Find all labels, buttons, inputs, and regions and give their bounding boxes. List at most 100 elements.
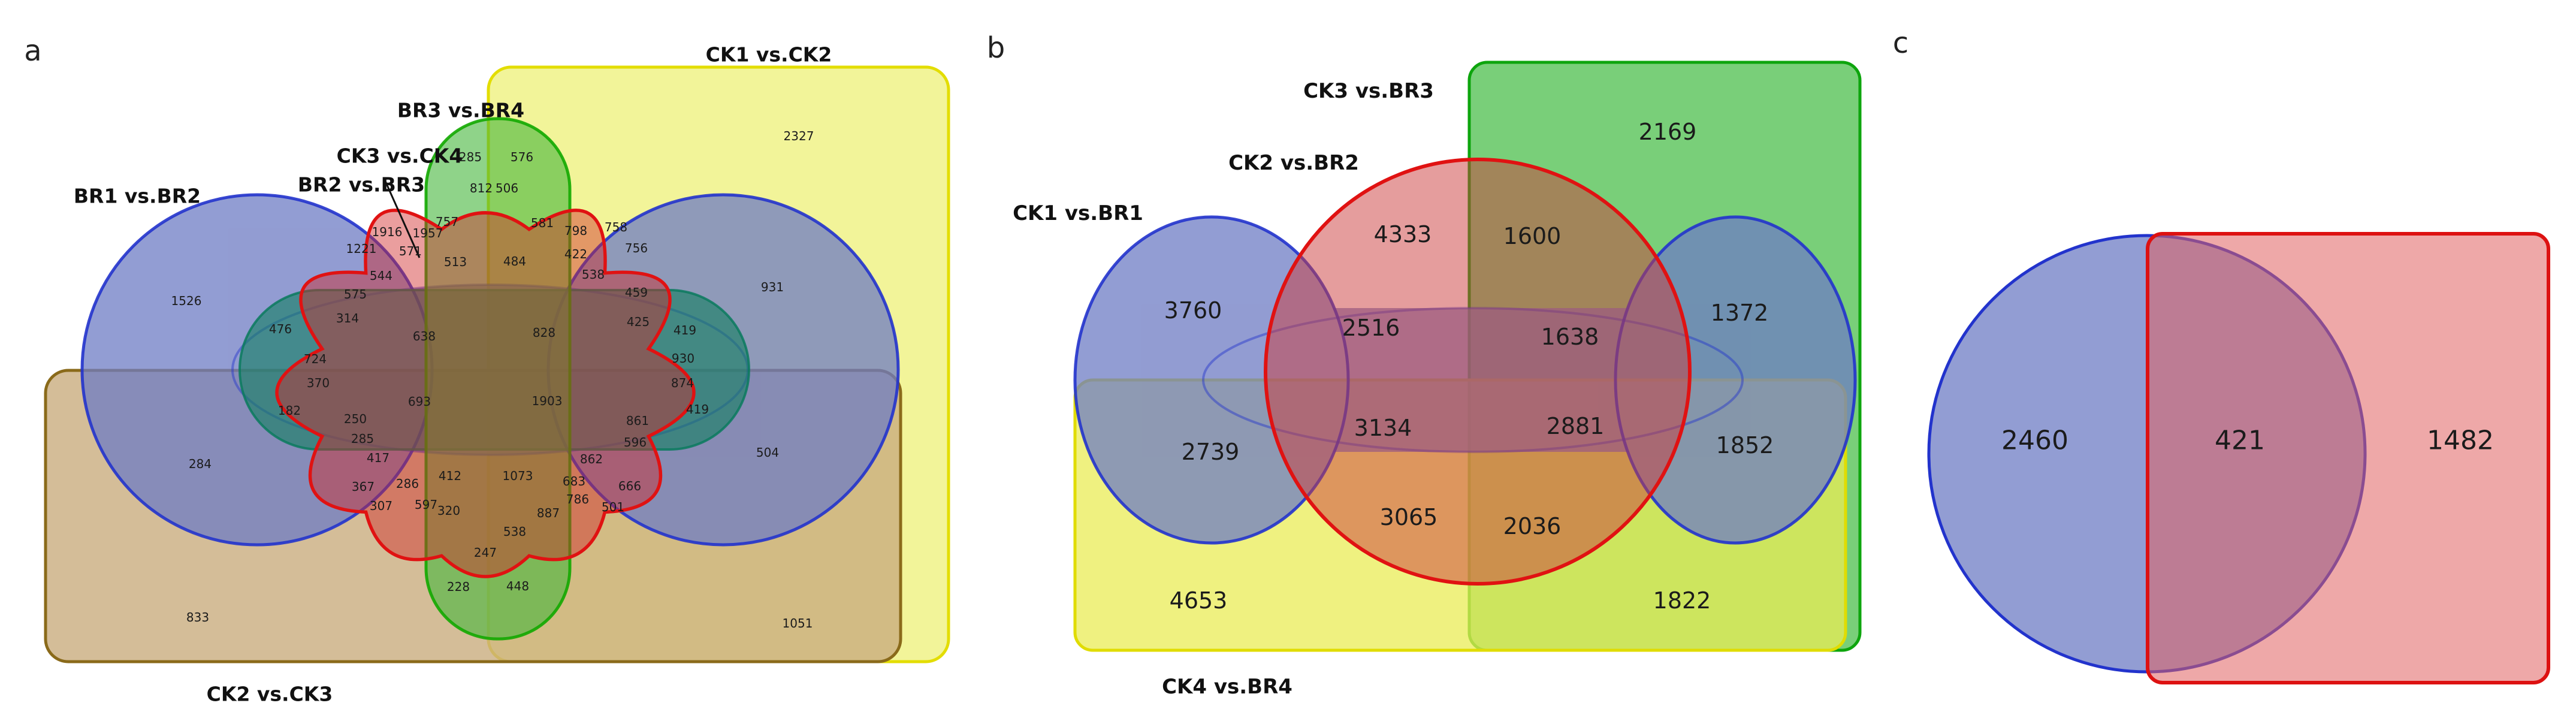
region-count: 250: [344, 412, 367, 426]
region-count: 425: [627, 315, 650, 329]
panel-c-numbers: 2460 421 1482: [2001, 426, 2494, 456]
region-count: 417: [367, 451, 389, 465]
region-count: 4333: [1374, 221, 1432, 248]
region-count: 874: [671, 376, 694, 390]
region-count: 1916: [372, 225, 403, 239]
region-count: 506: [496, 181, 518, 195]
region-count: 1638: [1541, 324, 1599, 350]
region-count: 320: [437, 503, 460, 518]
region-count: 1903: [532, 394, 563, 408]
region-count: 459: [625, 285, 648, 300]
panel-letter-c: c: [1893, 26, 1908, 60]
region-count: 484: [503, 254, 526, 269]
region-count: 1073: [503, 469, 533, 483]
region-count: 581: [531, 216, 554, 230]
set-c-red-square: [2146, 232, 2550, 684]
region-count: 861: [626, 414, 649, 428]
region-count: 2739: [1182, 439, 1240, 465]
region-count: 930: [672, 351, 694, 366]
region-count: 538: [582, 267, 605, 282]
region-count: 422: [564, 247, 587, 261]
region-count: 370: [307, 376, 330, 390]
region-count: 419: [686, 402, 709, 417]
set-label: BR2 vs.BR3: [298, 173, 425, 197]
set-label: CK1 vs.CK2: [706, 43, 832, 67]
region-count: 638: [413, 329, 436, 343]
region-count: 307: [370, 499, 392, 513]
region-count: 1221: [346, 242, 377, 256]
region-count: 538: [503, 524, 526, 539]
region-count: 2169: [1639, 119, 1697, 145]
region-count: 1372: [1711, 300, 1769, 326]
region-count: 798: [564, 224, 587, 238]
region-count: 476: [269, 322, 292, 336]
region-count: 571: [399, 244, 422, 258]
set-br3-vs-br4-shape: [426, 119, 570, 639]
region-count: 513: [444, 255, 467, 269]
region-count: 4653: [1170, 587, 1228, 614]
set-label: BR1 vs.BR2: [74, 185, 201, 208]
region-count: 887: [537, 506, 560, 520]
region-count: 756: [625, 241, 648, 255]
region-count: 2516: [1342, 315, 1400, 341]
region-count: 666: [618, 479, 641, 493]
region-count: 828: [533, 325, 555, 340]
region-count: 2327: [784, 129, 814, 143]
region-count: 421: [2215, 426, 2265, 456]
region-count: 862: [580, 452, 603, 466]
region-count: 182: [278, 403, 301, 418]
set-ck2-vs-br2-circle: [1264, 158, 1692, 586]
region-count: 504: [756, 445, 779, 460]
region-count: 285: [351, 432, 374, 446]
region-count: 314: [336, 311, 359, 325]
set-label: CK4 vs.BR4: [1162, 675, 1292, 699]
set-label: CK1 vs.BR1: [1013, 201, 1143, 225]
panel-letter-a: a: [24, 34, 41, 68]
region-count: 285: [459, 150, 482, 164]
region-count: 1526: [171, 294, 202, 308]
region-count: 1822: [1653, 587, 1711, 614]
label-pointer-line: [383, 179, 421, 258]
set-label: BR3 vs.BR4: [397, 99, 524, 122]
region-count: 786: [566, 492, 589, 506]
region-count: 1482: [2427, 426, 2494, 456]
set-label: CK2 vs.BR2: [1228, 151, 1359, 175]
panel-c: 2460 421 1482: [1927, 232, 2550, 684]
region-count: 2881: [1547, 413, 1605, 439]
region-count: 724: [304, 352, 327, 366]
region-count: 286: [396, 476, 419, 491]
region-count: 597: [415, 497, 437, 512]
region-count: 758: [605, 220, 627, 234]
region-count: 757: [436, 215, 458, 229]
region-count: 596: [624, 435, 647, 449]
region-count: 3134: [1354, 415, 1412, 441]
region-count: 448: [506, 579, 529, 593]
set-label: CK2 vs.CK3: [207, 683, 333, 706]
panel-a-labels: BR1 vs.BR2 BR2 vs.BR3 BR3 vs.BR4 CK1 vs.CK2…: [74, 43, 832, 706]
region-count: 367: [352, 479, 375, 494]
region-count: 693: [408, 394, 431, 409]
set-label: CK3 vs.BR3: [1303, 79, 1434, 103]
region-count: 412: [439, 469, 461, 483]
panel-a: BR1 vs.BR2 BR2 vs.BR3 BR3 vs.BR4 CK1 vs.CK2…: [44, 43, 950, 706]
set-label: CK3 vs.CK4: [337, 144, 463, 168]
region-count: 247: [474, 545, 497, 560]
region-count: 2460: [2001, 426, 2068, 456]
region-count: 812: [470, 181, 493, 195]
set-br2-vs-br3-blob: [275, 209, 696, 578]
region-count: 2036: [1503, 513, 1562, 539]
region-count: 501: [602, 500, 624, 514]
region-count: 683: [563, 474, 585, 488]
region-count: 419: [674, 323, 696, 337]
region-count: 284: [189, 457, 212, 471]
region-count: 576: [511, 150, 533, 164]
region-count: 3760: [1164, 297, 1222, 324]
panel-letter-b: b: [987, 31, 1005, 65]
region-count: 1051: [783, 616, 813, 630]
set-br3-vs-br4-outline: [424, 117, 572, 641]
